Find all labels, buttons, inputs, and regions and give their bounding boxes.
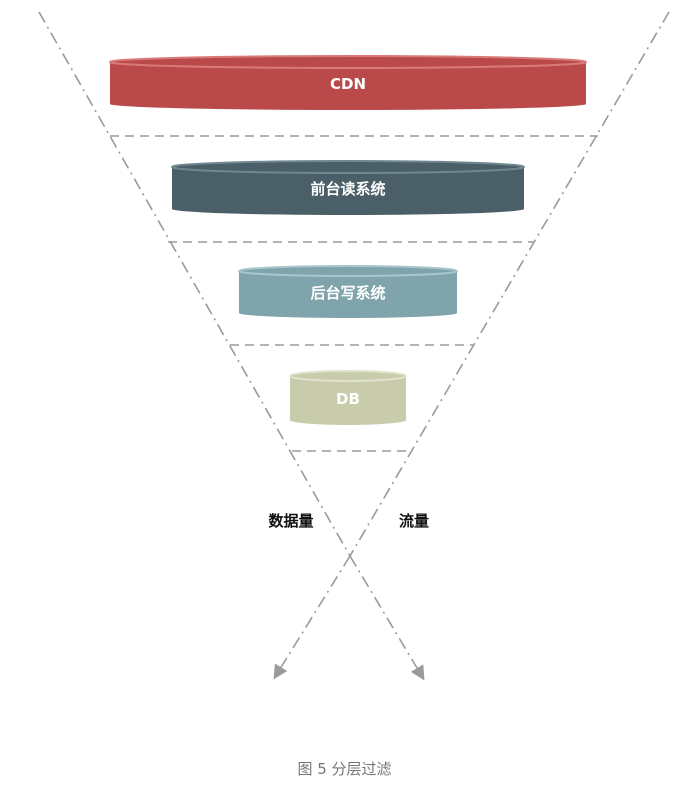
left-funnel-line — [38, 11, 351, 557]
cylinder-top — [238, 265, 458, 277]
traffic-label: 流量 — [399, 512, 429, 530]
traffic-arrow — [349, 555, 425, 681]
data-volume-label: 数据量 — [268, 512, 313, 530]
cylinder-body — [172, 167, 524, 215]
layer-label: DB — [336, 390, 360, 408]
layer-label: 后台写系统 — [310, 284, 385, 302]
backend-write-layer: 后台写系统 — [238, 265, 458, 318]
cylinder-top — [289, 370, 407, 382]
right-funnel-line — [349, 11, 670, 557]
cylinder-body — [290, 376, 406, 425]
frontend-read-layer: 前台读系统 — [171, 160, 525, 215]
data-volume-arrow — [273, 555, 351, 680]
db-layer: DB — [289, 370, 407, 425]
cylinder-body — [110, 62, 586, 110]
figure-caption: 图 5 分层过滤 — [297, 760, 392, 778]
cylinder-top — [109, 55, 587, 69]
cylinder-body — [239, 271, 457, 318]
layer-label: CDN — [330, 75, 366, 93]
layer-label: 前台读系统 — [310, 180, 385, 198]
cdn-layer: CDN — [109, 55, 587, 110]
cylinder-top — [171, 160, 525, 174]
